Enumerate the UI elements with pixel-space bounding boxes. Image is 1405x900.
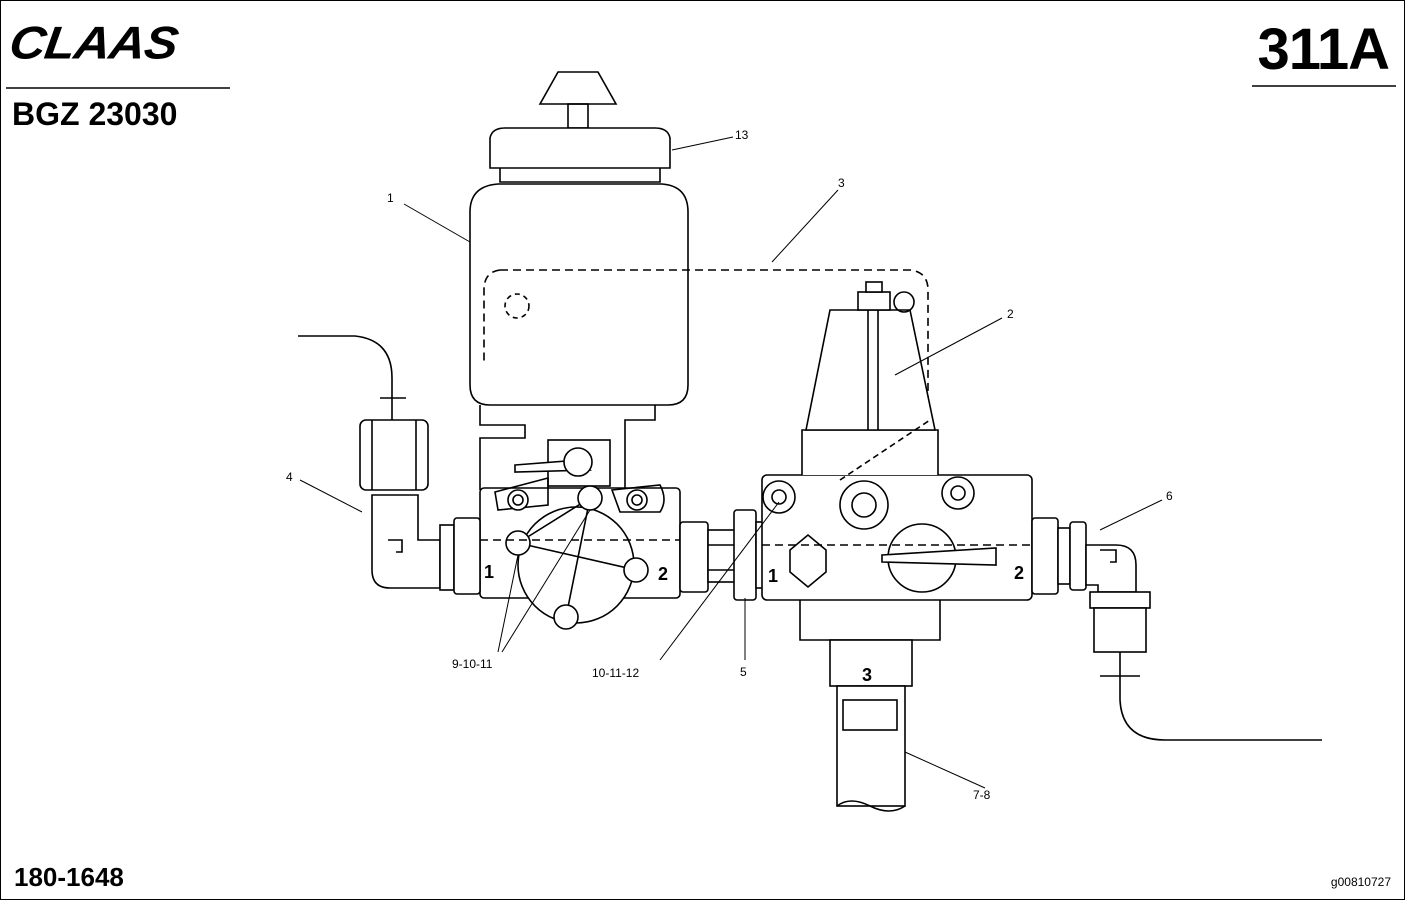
part-number: 180-1648 [14,862,124,892]
callout-9-10-11: 9-10-11 [452,657,493,671]
callout-3: 3 [838,176,845,190]
port-label-left-out: 2 [658,564,668,584]
right-fittings [1031,517,1322,741]
callout-2: 2 [1007,307,1014,321]
center-connector [679,509,769,601]
port-label-right-in: 1 [768,566,778,586]
port-label-left-in: 1 [484,562,494,582]
leader-lines [299,136,1163,789]
port-label-right-out: 2 [1014,563,1024,583]
left-fittings [298,335,481,595]
left-valve-body [479,439,681,630]
callout-7-8: 7-8 [973,788,991,802]
bottom-outlet [829,639,913,812]
callout-13: 13 [735,128,749,142]
page-number: 311A [1257,17,1390,82]
right-valve-body [761,281,1033,641]
callout-10-11-12: 10-11-12 [592,666,639,680]
document-code: BGZ 23030 [12,96,178,132]
callout-4: 4 [286,470,293,484]
callout-6: 6 [1166,489,1173,503]
callout-5: 5 [740,665,747,679]
reservoir [469,71,929,490]
callout-1: 1 [387,191,394,205]
port-label-bottom: 3 [862,665,872,685]
image-reference: g00810727 [1330,875,1391,889]
